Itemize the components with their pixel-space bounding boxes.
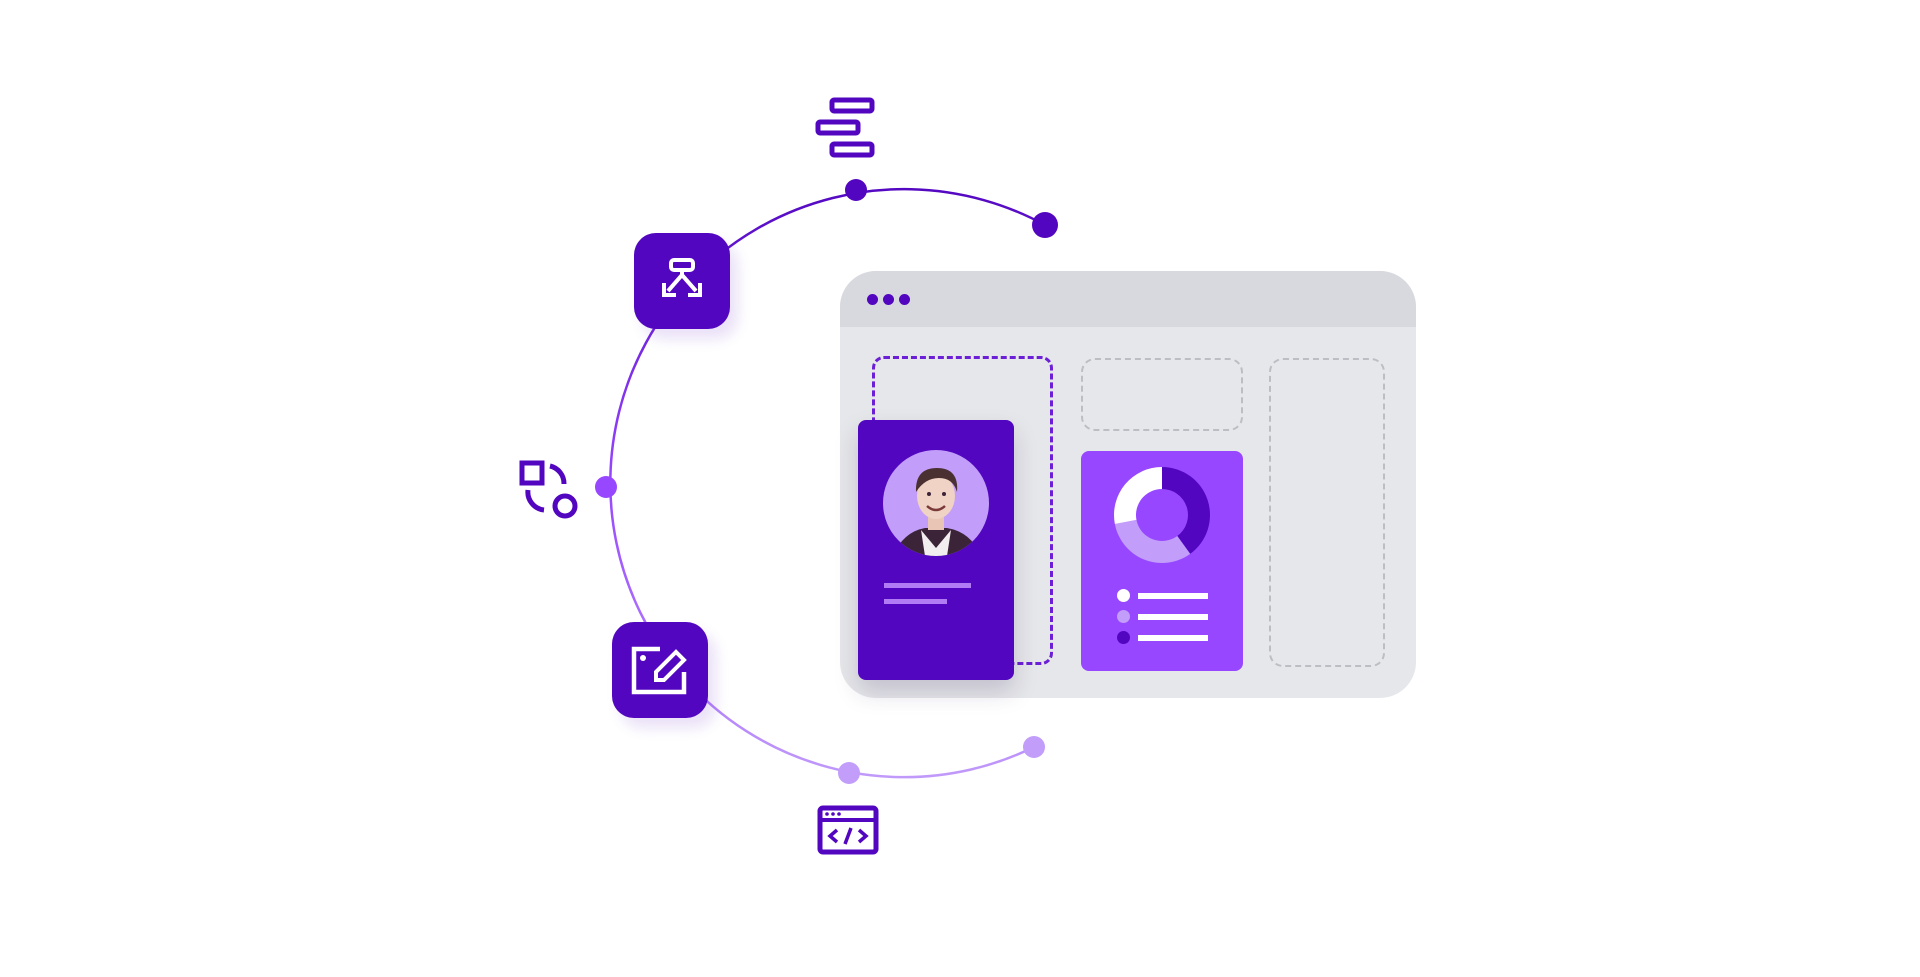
profile-subtitle-line <box>884 599 947 604</box>
arc-dot <box>845 179 867 201</box>
window-dot <box>883 294 894 305</box>
profile-name-line <box>884 583 971 588</box>
chart-card <box>1081 451 1243 671</box>
code-window-icon <box>817 805 879 855</box>
window-dot <box>867 294 878 305</box>
donut-chart <box>1114 467 1210 563</box>
avatar <box>883 450 989 556</box>
donut-segment <box>1114 467 1162 524</box>
align-bars-icon <box>815 97 875 158</box>
arc-dot <box>838 762 860 784</box>
window-titlebar <box>840 271 1416 327</box>
placeholder-slot <box>1269 358 1385 667</box>
edit-node <box>612 622 708 718</box>
profile-card[interactable] <box>858 420 1014 680</box>
legend-dot <box>1117 631 1130 644</box>
shapes-icon <box>519 460 578 519</box>
legend-dot <box>1117 589 1130 602</box>
window-dot <box>899 294 910 305</box>
legend-line <box>1138 593 1208 599</box>
hierarchy-icon <box>662 258 702 297</box>
placeholder-slot <box>1081 358 1243 431</box>
donut-segment <box>1162 467 1210 554</box>
hierarchy-node <box>634 233 730 329</box>
legend-line <box>1138 635 1208 641</box>
arc-dot <box>1032 212 1058 238</box>
arc-dot <box>595 476 617 498</box>
arc-dot <box>1023 736 1045 758</box>
donut-segment <box>1114 519 1191 563</box>
legend-line <box>1138 614 1208 620</box>
legend-dot <box>1117 610 1130 623</box>
edit-icon <box>631 646 687 695</box>
